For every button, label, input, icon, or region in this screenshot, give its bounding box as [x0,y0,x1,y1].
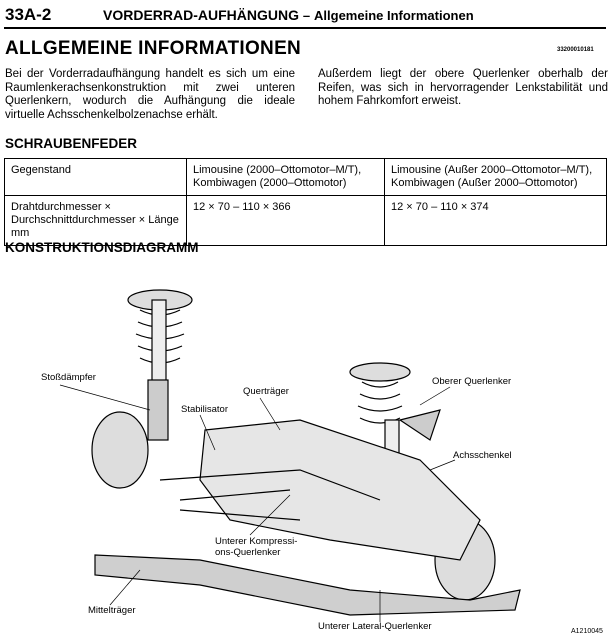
label-lower-lateral-arm: Unterer Lateral-Querlenker [318,621,432,632]
label-lower-compression-arm-1: Unterer Kompressi- [215,536,298,547]
table-cell: 12 × 70 – 110 × 374 [384,195,607,246]
table-header: Gegenstand [4,158,187,196]
left-strut-illustration [91,289,193,489]
label-lower-compression-arm-2: ons-Querlenker [215,547,281,558]
paragraph-left: Bei der Vorderradaufhängung handelt es s… [5,68,295,121]
header-subtitle: Allgemeine Informationen [314,8,474,23]
label-shock-absorber: Stoßdämpfer [41,372,96,383]
table-header: Limousine (Außer 2000–Ottomotor–M/T), Ko… [384,158,607,196]
label-stabilizer: Stabilisator [181,404,228,415]
header-title: VORDERRAD-AUFHÄNGUNG [103,7,299,23]
label-upper-arm: Oberer Querlenker [432,376,512,387]
figure-id: A1210045 [571,628,603,635]
table-cell: Drahtdurchmesser × Durchschnittdurchmess… [4,195,187,246]
page-number: 33A-2 [5,5,52,24]
suspension-diagram [59,289,521,622]
document-code: 33200010181 [557,47,594,53]
header-separator: – [302,8,311,23]
paragraph-right: Außerdem liegt der obere Querlenker ober… [318,68,608,108]
header-rule [4,27,606,29]
leader-lines [59,384,456,622]
table-cell: 12 × 70 – 110 × 366 [186,195,385,246]
label-knuckle: Achsschenkel [453,450,512,461]
page-header-title: VORDERRAD-AUFHÄNGUNG – Allgemeine Inform… [103,7,474,23]
spring-heading: SCHRAUBENFEDER [5,136,138,151]
diagram-heading: KONSTRUKTIONSDIAGRAMM [5,240,199,255]
section-title: ALLGEMEINE INFORMATIONEN [5,38,302,59]
label-crossmember: Querträger [243,386,289,397]
label-center-member: Mittelträger [88,605,136,616]
table-row: Drahtdurchmesser × Durchschnittdurchmess… [4,195,607,246]
crossmember-illustration [94,419,521,616]
table-header: Limousine (2000–Ottomotor–M/T), Kombiwag… [186,158,385,196]
